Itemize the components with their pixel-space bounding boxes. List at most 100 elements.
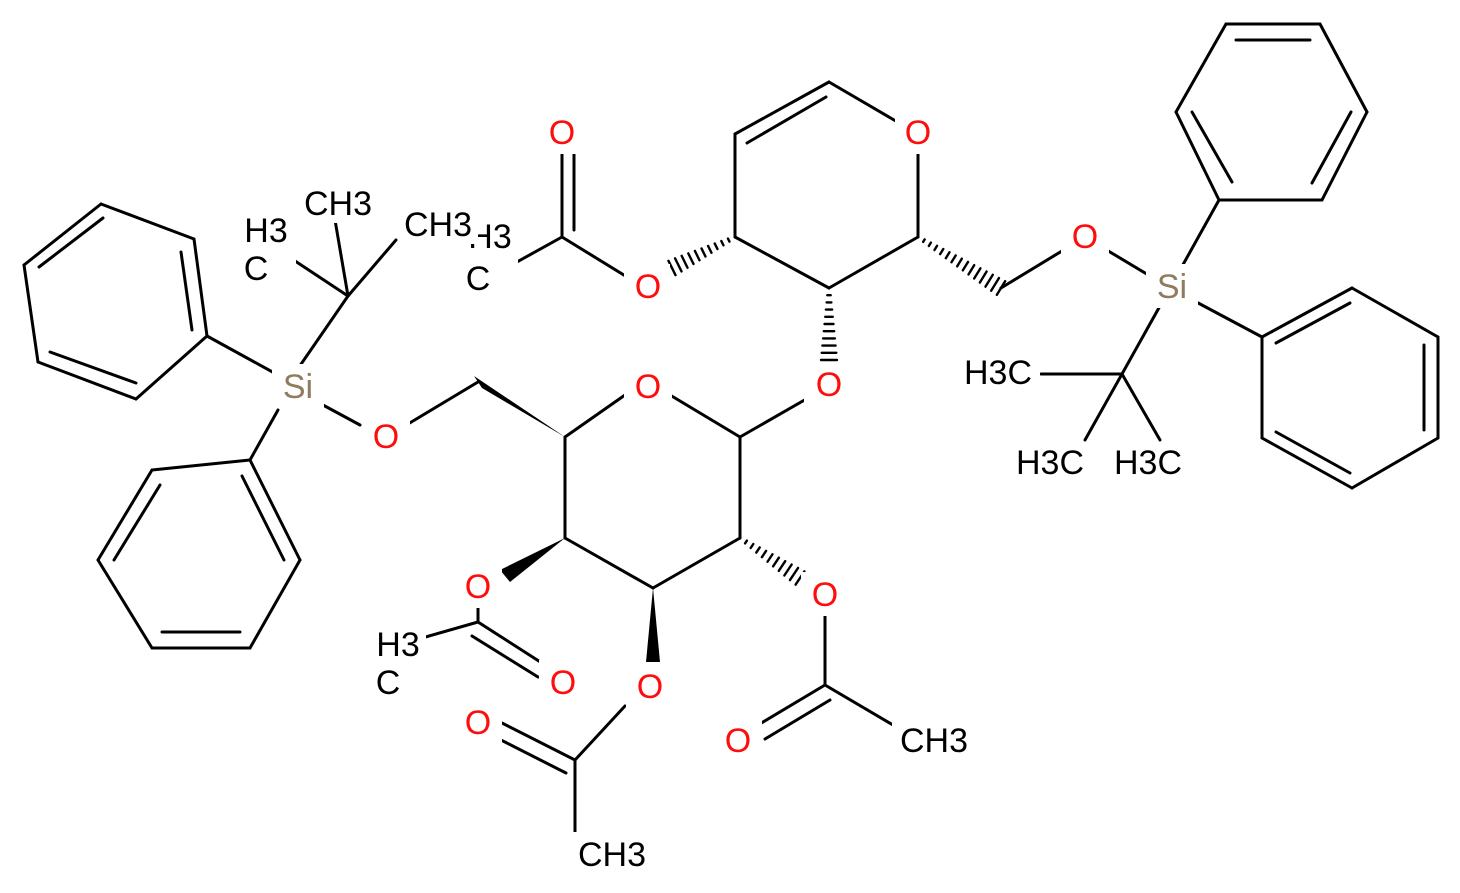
- silicon-atom: Si: [1157, 268, 1187, 306]
- bond: [1174, 22, 1228, 114]
- hash-stroke: [933, 244, 939, 252]
- bond: [1260, 436, 1354, 490]
- label-mask: [714, 718, 762, 762]
- bond: [756, 683, 827, 727]
- hash-stroke: [706, 244, 713, 255]
- bond: [1350, 436, 1440, 490]
- bond: [333, 218, 350, 298]
- label-mask: [624, 364, 672, 408]
- bond: [346, 238, 398, 298]
- label-mask: [624, 264, 670, 308]
- bond: [22, 263, 40, 364]
- bond: [99, 202, 196, 241]
- bond: [573, 704, 627, 762]
- bond-double-inner: [1274, 430, 1352, 475]
- bond: [150, 458, 252, 472]
- bond-double-inner: [37, 216, 105, 269]
- bond: [823, 683, 895, 727]
- oxygen-atom: O: [905, 114, 931, 152]
- hash-stroke: [938, 247, 945, 256]
- oxygen-atom: O: [465, 568, 491, 606]
- hash-stroke: [777, 559, 787, 573]
- label-mask: [956, 352, 1040, 392]
- bond-double-inner: [763, 698, 832, 741]
- label-mask: [541, 110, 583, 154]
- bond: [733, 80, 831, 136]
- hash-stroke: [726, 237, 731, 243]
- oxygen-atom: O: [635, 368, 661, 406]
- hash-stroke: [961, 260, 970, 272]
- bond: [192, 237, 209, 338]
- bond-layer: [22, 22, 1440, 842]
- bond: [1083, 372, 1124, 442]
- solid-wedge-bond: [500, 538, 565, 582]
- bond: [248, 458, 302, 562]
- hash-stroke: [783, 563, 793, 577]
- methyl-label: CH3: [578, 836, 646, 874]
- hash-stroke: [673, 257, 683, 273]
- bond: [396, 380, 480, 432]
- label-mask: [572, 832, 656, 872]
- methyl-label: CH3: [304, 185, 372, 223]
- hash-stroke: [989, 276, 1001, 292]
- label-mask: [370, 622, 426, 702]
- bond: [476, 620, 547, 667]
- bond-double-inner: [48, 350, 138, 385]
- oxygen-atom: O: [465, 704, 491, 742]
- label-mask: [1008, 442, 1092, 482]
- hash-stroke: [687, 252, 695, 266]
- bond-double-inner: [470, 634, 540, 679]
- hashed-wedge-bond: [921, 238, 1007, 297]
- stereo-bonds: [474, 237, 1007, 662]
- hash-stroke: [700, 247, 707, 258]
- hash-stroke: [766, 553, 774, 563]
- bond: [96, 468, 154, 562]
- bond: [668, 393, 742, 439]
- bond: [1320, 110, 1369, 202]
- label-mask: [398, 204, 478, 244]
- bond: [248, 558, 302, 650]
- bond: [134, 334, 209, 401]
- oxygen-atom: O: [635, 268, 661, 306]
- methyl-label: CH3: [404, 206, 472, 244]
- hashed-wedge-bond: [743, 539, 806, 586]
- bond-double-inner: [745, 95, 828, 145]
- silicon-atom: Si: [283, 368, 313, 406]
- atom-labels: O O O O O O O O O O O O O Si Si H3 C: [240, 110, 1198, 874]
- label-mask: [1146, 264, 1198, 308]
- solid-wedge-bond: [474, 376, 565, 437]
- methyl-label: CH3: [900, 722, 968, 760]
- bond: [36, 360, 138, 401]
- bond: [733, 235, 831, 290]
- hash-stroke: [978, 270, 988, 284]
- bond-double-inner: [491, 734, 568, 775]
- methyl-label: C: [244, 250, 269, 288]
- label-mask: [804, 362, 852, 406]
- hash-stroke: [713, 242, 719, 251]
- bond: [205, 334, 280, 377]
- bond: [96, 558, 154, 650]
- hash-stroke: [667, 259, 677, 277]
- methyl-label: H3C: [1016, 444, 1084, 482]
- methyl-label: H3C: [1114, 444, 1182, 482]
- oxygen-atom: O: [725, 722, 751, 760]
- bond-double-inner: [1190, 110, 1234, 184]
- hash-stroke: [950, 254, 957, 264]
- bond: [1120, 372, 1162, 442]
- label-mask: [626, 664, 674, 708]
- oxygen-atom: O: [373, 418, 399, 456]
- hashed-wedge-bond: [667, 237, 731, 277]
- bond: [1318, 22, 1369, 114]
- bond: [563, 536, 655, 590]
- oxygen-atom: O: [549, 114, 575, 152]
- label-mask: [1061, 214, 1109, 258]
- hash-stroke: [743, 539, 749, 545]
- label-mask: [1106, 442, 1190, 482]
- hash-stroke: [771, 556, 781, 568]
- hash-stroke: [788, 566, 800, 582]
- methyl-label: H3C: [964, 354, 1032, 392]
- hash-stroke: [749, 542, 755, 550]
- bond-double-inner: [1310, 110, 1353, 185]
- bond: [498, 720, 577, 762]
